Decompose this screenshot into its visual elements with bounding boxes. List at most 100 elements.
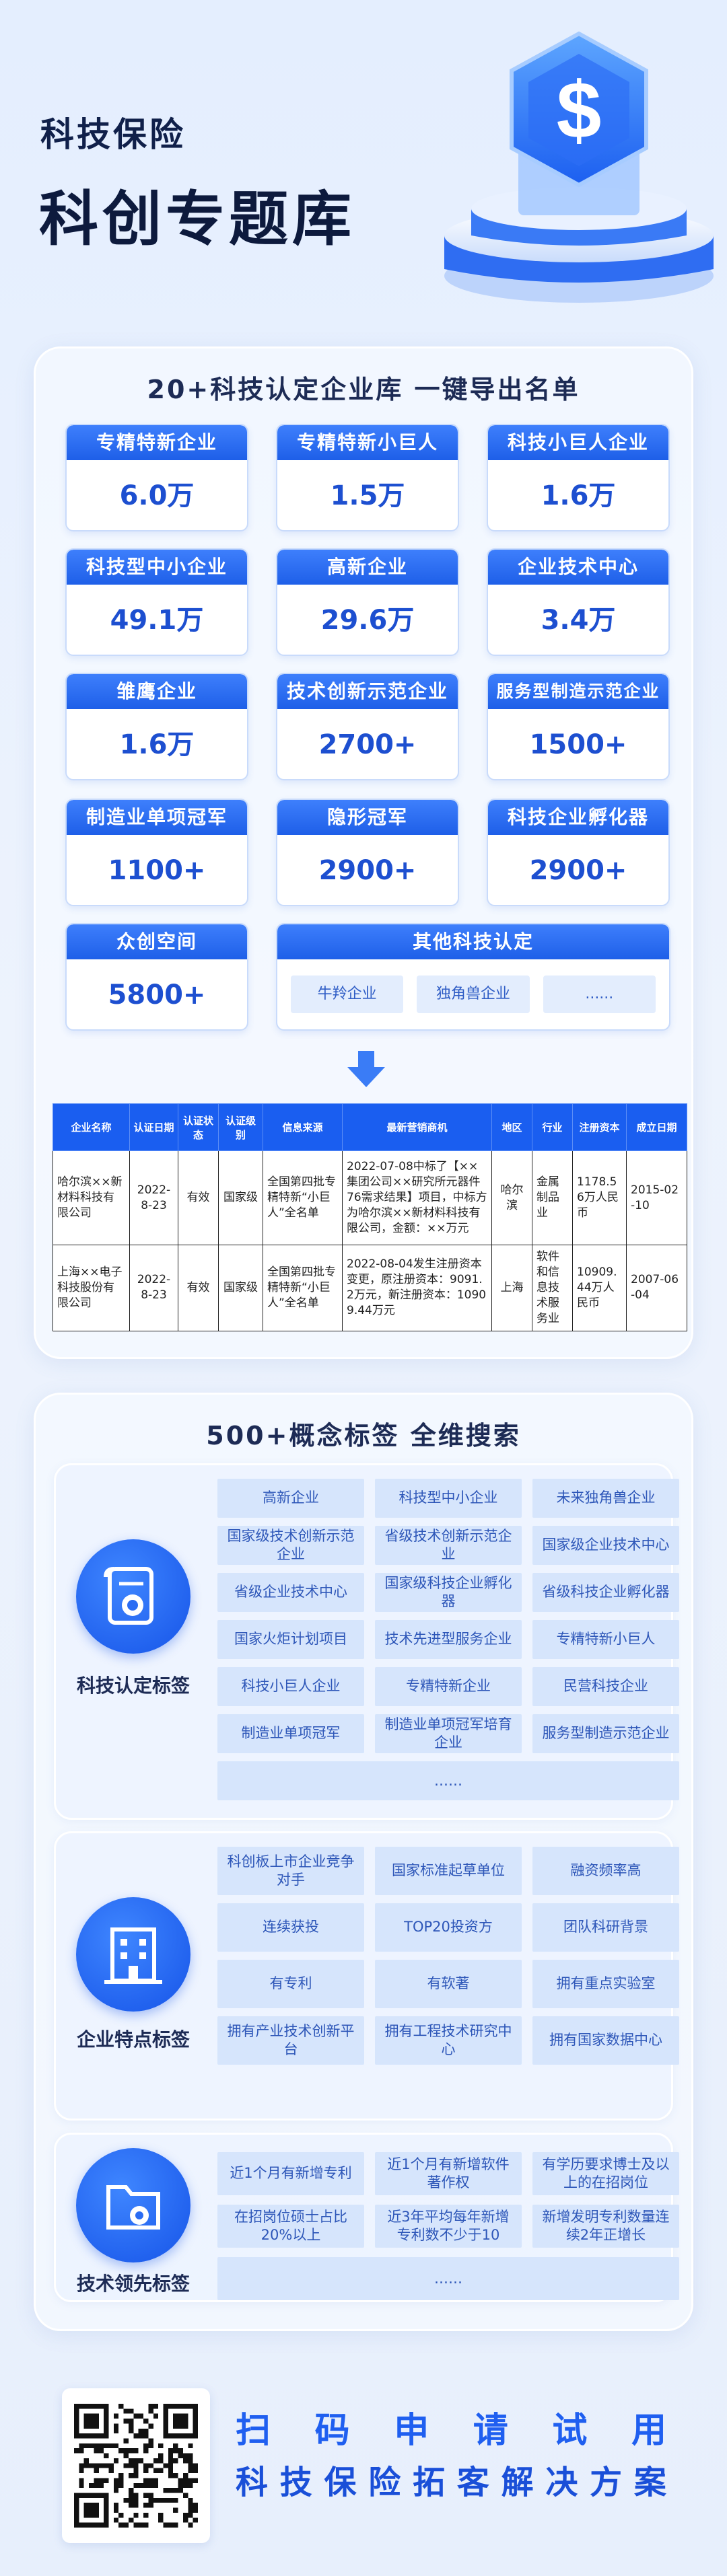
- slogan-char: 拓: [413, 2464, 446, 2501]
- cell: 国家级: [218, 1245, 263, 1331]
- cell: 哈尔滨: [491, 1150, 532, 1245]
- tag-item[interactable]: 有专利: [217, 1960, 364, 2008]
- tag-item[interactable]: 国家级企业技术中心: [532, 1526, 679, 1565]
- tag-item[interactable]: 融资频率高: [532, 1847, 679, 1895]
- slogan-char: 案: [633, 2464, 666, 2501]
- card-value: 49.1万: [110, 605, 204, 636]
- header: 科技保险 科创专题库 $: [0, 0, 727, 336]
- tag-item[interactable]: 在招岗位硕士占比20%以上: [217, 2205, 364, 2248]
- tag-item[interactable]: 省级科技企业孵化器: [532, 1573, 679, 1612]
- tag-item[interactable]: 国家标准起草单位: [375, 1847, 522, 1895]
- card-value: 2900+: [318, 855, 417, 886]
- certificate-icon: [76, 1539, 191, 1654]
- slogan-char: 技: [279, 2464, 312, 2501]
- col-cert-date: 认证日期: [129, 1103, 178, 1151]
- scan-char: 请: [473, 2411, 508, 2451]
- building-icon: [76, 1897, 191, 2012]
- tag-item[interactable]: 制造业单项冠军: [217, 1714, 364, 1753]
- cell: 金属制品业: [532, 1150, 573, 1245]
- scan-char: 试: [552, 2411, 588, 2451]
- card-value: 2900+: [529, 855, 627, 886]
- card-label: 科技小巨人企业: [488, 425, 668, 460]
- tag-item[interactable]: 国家级科技企业孵化器: [375, 1573, 522, 1612]
- qr-code[interactable]: [62, 2388, 210, 2543]
- tag-item[interactable]: 连续获投: [217, 1903, 364, 1952]
- more-tags[interactable]: ......: [217, 1761, 679, 1800]
- chip-unicorn[interactable]: 独角兽企业: [417, 976, 530, 1013]
- tag-item[interactable]: 省级企业技术中心: [217, 1573, 364, 1612]
- tag-item[interactable]: 科创板上市企业竞争对手: [217, 1847, 364, 1895]
- tag-item[interactable]: 拥有工程技术研究中心: [375, 2016, 522, 2065]
- cell: 2022-08-04发生注册资本变更，原注册资本：9091.2万元，新注册资本：…: [342, 1245, 492, 1331]
- tag-group-label: 技术领先标签: [76, 2273, 190, 2295]
- card-value: 1100+: [108, 855, 206, 886]
- tag-item[interactable]: 拥有重点实验室: [532, 1960, 679, 2008]
- tag-item[interactable]: 制造业单项冠军培育企业: [375, 1714, 522, 1753]
- table-row[interactable]: 上海××电子科技股份有限公司 2022-8-23 有效 国家级 全国第四批专精特…: [53, 1245, 687, 1331]
- other-certifications-card[interactable]: 其他科技认定 牛羚企业 独角兽企业 ......: [276, 923, 670, 1031]
- table-row[interactable]: 哈尔滨××新材料科技有限公司 2022-8-23 有效 国家级 全国第四批专精特…: [53, 1150, 687, 1245]
- tag-item[interactable]: 近3年平均每年新增专利数不少于10: [375, 2205, 522, 2248]
- tag-grid: 近1个月有新增专利近1个月有新增软件著作权有学历要求博士及以上的在招岗位在招岗位…: [217, 2152, 679, 2300]
- tag-group-label: 科技认定标签: [76, 1675, 190, 1697]
- tag-item[interactable]: 近1个月有新增软件著作权: [375, 2152, 522, 2195]
- slogan-char: 客: [456, 2464, 489, 2501]
- slogan-char: 决: [545, 2464, 578, 2501]
- tag-item[interactable]: 专精特新企业: [375, 1667, 522, 1706]
- tag-item[interactable]: 国家火炬计划项目: [217, 1620, 364, 1659]
- tag-item[interactable]: 有学历要求博士及以上的在招岗位: [532, 2152, 679, 2195]
- tag-item[interactable]: 省级技术创新示范企业: [375, 1526, 522, 1565]
- slogan-text: 科技保险拓客解决方案: [236, 2456, 666, 2503]
- chip-more[interactable]: ......: [543, 976, 656, 1013]
- tag-item[interactable]: 近1个月有新增专利: [217, 2152, 364, 2195]
- tag-item[interactable]: TOP20投资方: [375, 1903, 522, 1952]
- card-label: 众创空间: [67, 924, 247, 959]
- col-company: 企业名称: [53, 1103, 130, 1151]
- folder-badge-icon: [76, 2148, 191, 2262]
- tag-item[interactable]: 拥有国家数据中心: [532, 2016, 679, 2065]
- qr-code-icon: [74, 2404, 198, 2528]
- stat-card[interactable]: 制造业单项冠军 1100+: [65, 799, 248, 906]
- tag-item[interactable]: 拥有产业技术创新平台: [217, 2016, 364, 2065]
- tag-item[interactable]: 有软著: [375, 1960, 522, 2008]
- tag-item[interactable]: 新增发明专利数量连续2年正增长: [532, 2205, 679, 2248]
- enterprise-table: 企业名称 认证日期 认证状态 认证级别 信息来源 最新营销商机 地区 行业 注册…: [53, 1103, 687, 1331]
- section-title: 500+概念标签 全维搜索: [206, 1421, 521, 1450]
- more-tags[interactable]: ......: [217, 2257, 679, 2300]
- tag-item[interactable]: 未来独角兽企业: [532, 1479, 679, 1518]
- cell: 全国第四批专精特新“小巨人”全名单: [263, 1150, 343, 1245]
- tag-item[interactable]: 民营科技企业: [532, 1667, 679, 1706]
- card-label: 制造业单项冠军: [67, 800, 247, 835]
- tag-item[interactable]: 科技型中小企业: [375, 1479, 522, 1518]
- tag-item[interactable]: 专精特新小巨人: [532, 1620, 679, 1659]
- cell: 上海: [491, 1245, 532, 1331]
- cell: 2015-02-10: [626, 1150, 687, 1245]
- card-value: 1.5万: [330, 480, 405, 511]
- card-value: 3.4万: [541, 605, 616, 636]
- tag-item[interactable]: 科技小巨人企业: [217, 1667, 364, 1706]
- tag-item[interactable]: 高新企业: [217, 1479, 364, 1518]
- scan-char: 用: [631, 2411, 666, 2451]
- cell: 2022-07-08中标了【××集团公司××研究所元器件76需求结果】项目，中标…: [342, 1150, 492, 1245]
- tag-item[interactable]: 团队科研背景: [532, 1903, 679, 1952]
- tag-grid: 高新企业科技型中小企业未来独角兽企业国家级技术创新示范企业省级技术创新示范企业国…: [217, 1479, 679, 1800]
- slogan-char: 科: [236, 2464, 269, 2501]
- chip-newborn-calf[interactable]: 牛羚企业: [291, 976, 404, 1013]
- tag-item[interactable]: 服务型制造示范企业: [532, 1714, 679, 1753]
- tag-item[interactable]: 国家级技术创新示范企业: [217, 1526, 364, 1565]
- cell: 2022-8-23: [129, 1245, 178, 1331]
- tag-item[interactable]: 技术先进型服务企业: [375, 1620, 522, 1659]
